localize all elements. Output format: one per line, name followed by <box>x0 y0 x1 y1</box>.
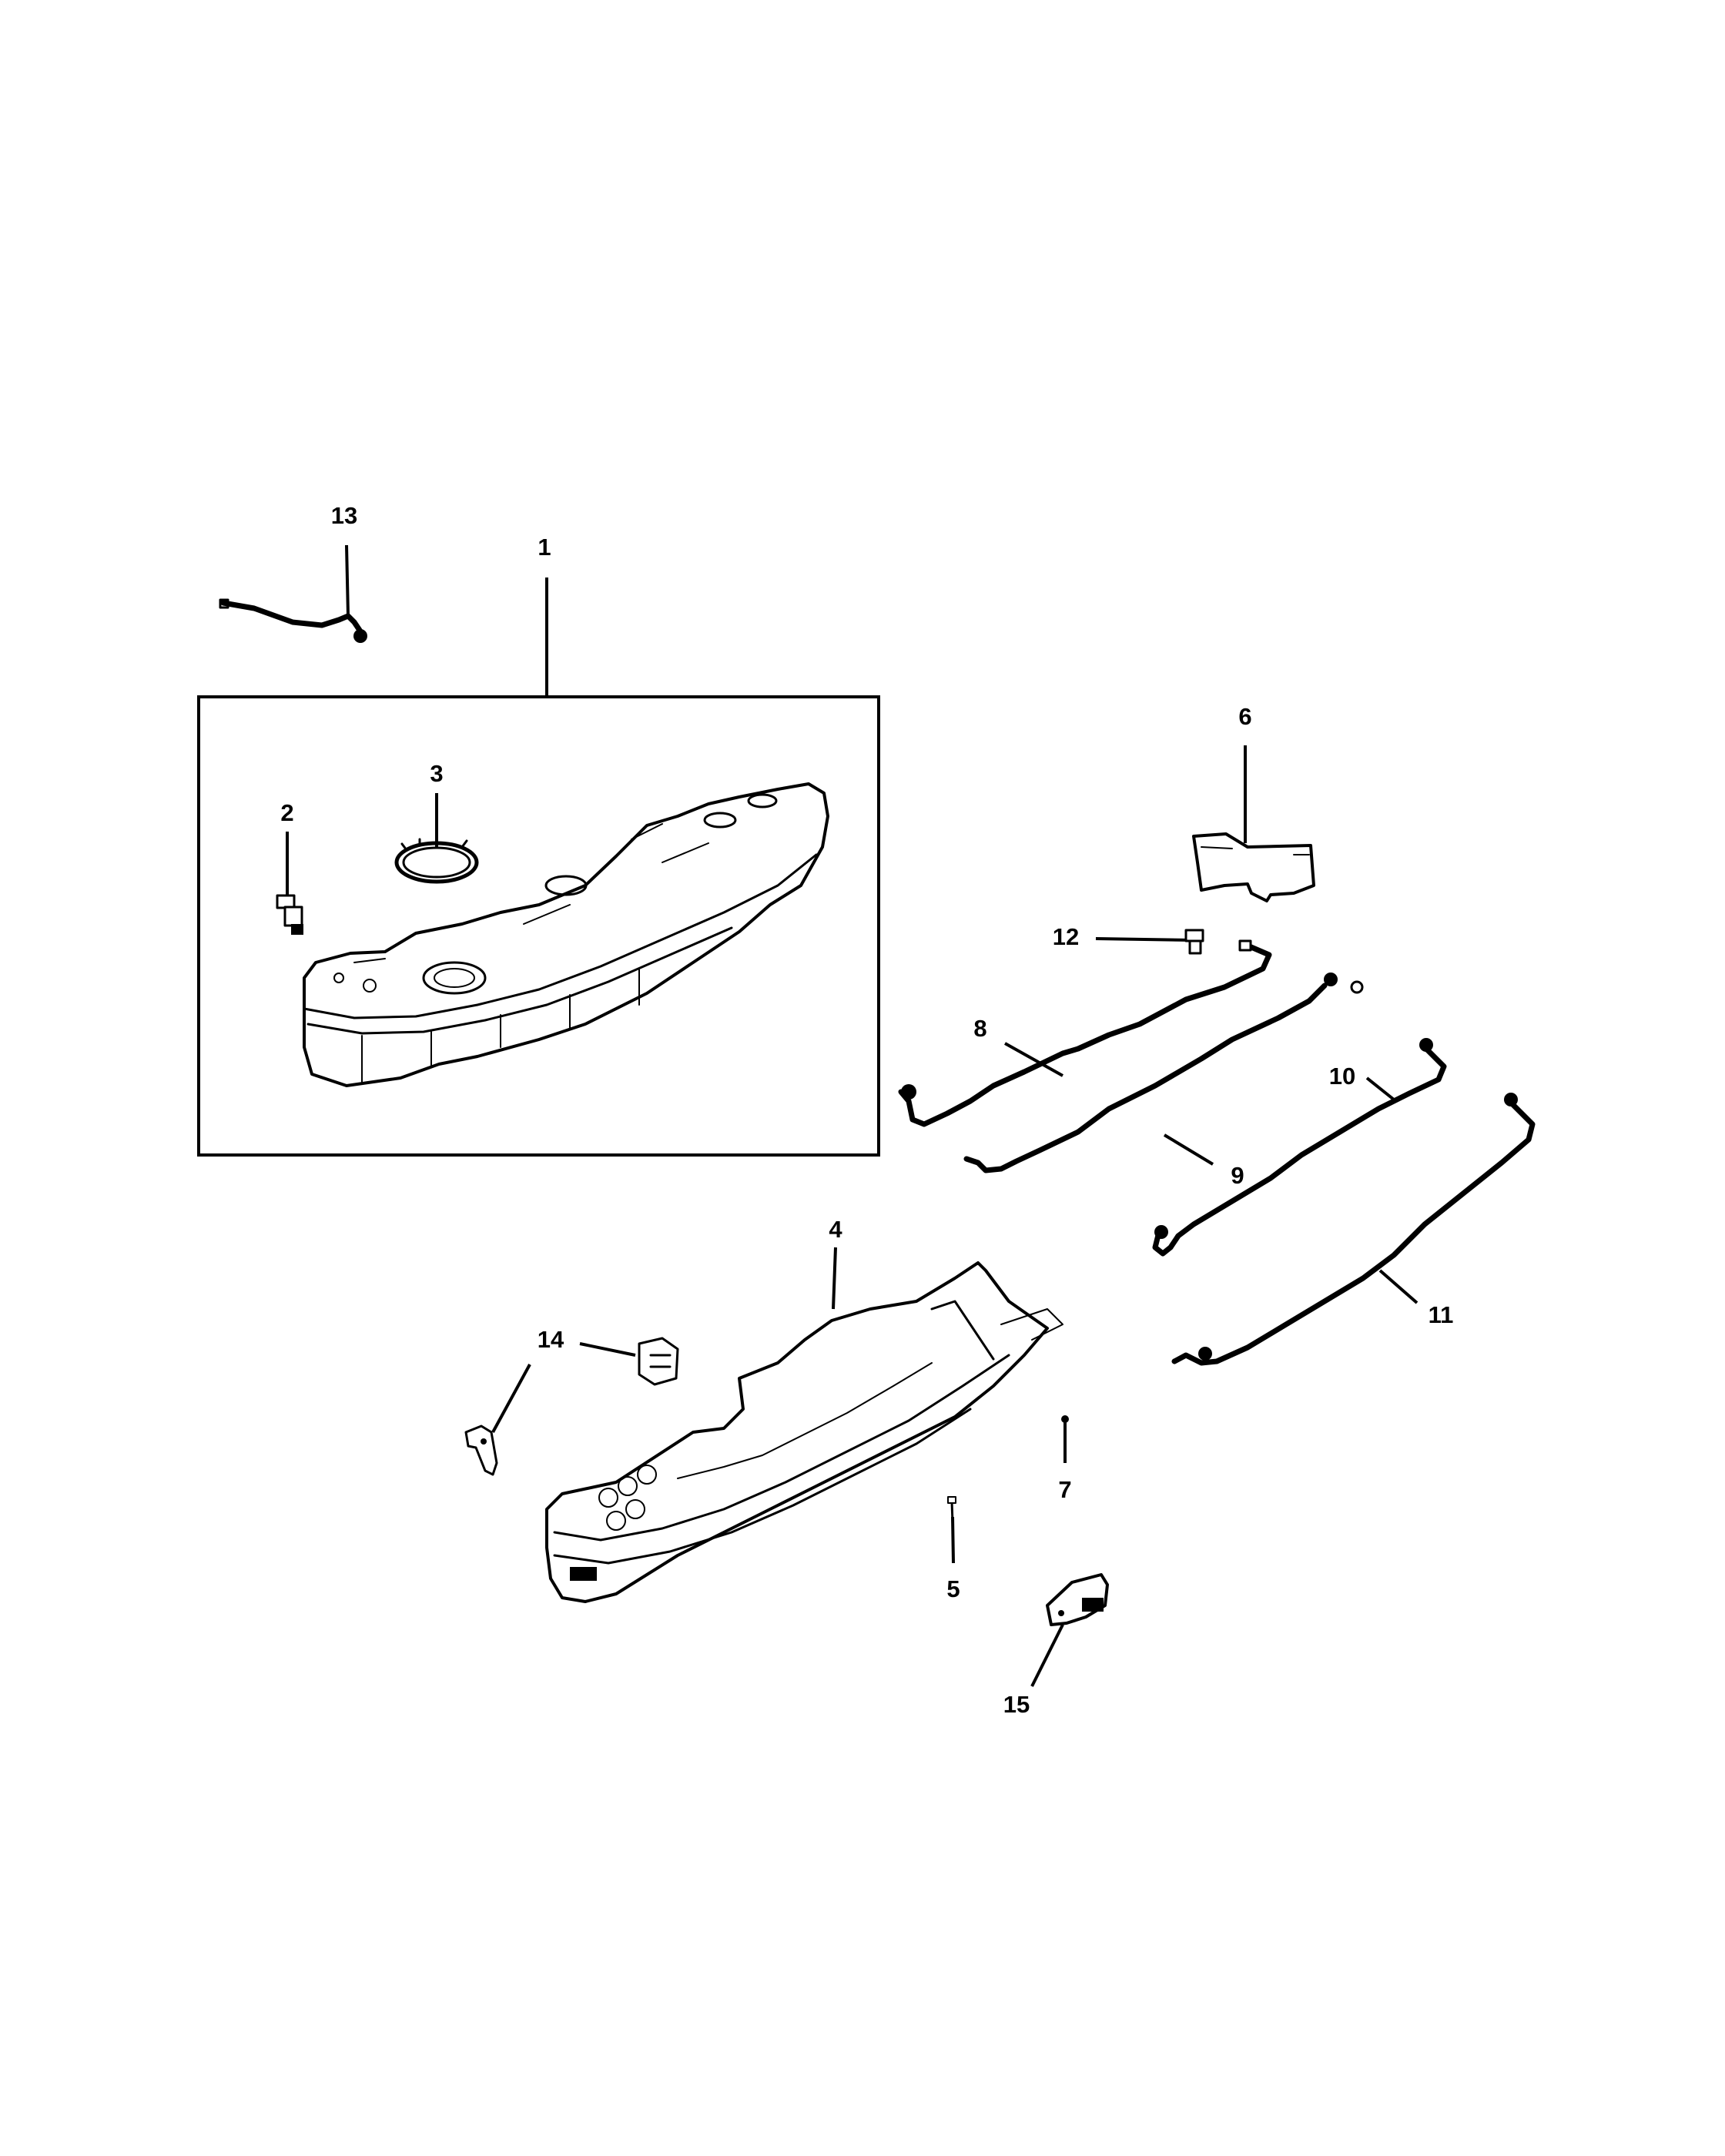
bracket-icon[interactable] <box>464 1337 679 1476</box>
fuel-line-icon[interactable] <box>1152 1038 1447 1257</box>
module-icon[interactable] <box>1046 1573 1109 1626</box>
callout-1[interactable]: 1 <box>538 534 551 561</box>
lock-ring-icon[interactable] <box>394 838 479 884</box>
valve-connector-icon[interactable] <box>276 894 303 935</box>
callout-6[interactable]: 6 <box>1238 703 1251 730</box>
fuel-line-icon[interactable] <box>1171 1093 1536 1366</box>
callout-2[interactable]: 2 <box>280 799 293 826</box>
clip-icon[interactable] <box>1184 929 1204 955</box>
vent-hose-icon[interactable] <box>219 598 367 643</box>
fuel-line-icon[interactable] <box>963 973 1364 1173</box>
callout-9[interactable]: 9 <box>1231 1162 1244 1189</box>
callout-7[interactable]: 7 <box>1058 1476 1071 1503</box>
callout-15[interactable]: 15 <box>1003 1691 1030 1718</box>
callout-3[interactable]: 3 <box>430 760 443 787</box>
stud-icon[interactable] <box>947 1496 956 1525</box>
heat-shield-icon[interactable] <box>1192 832 1315 902</box>
fuel-line-icon[interactable] <box>898 939 1272 1127</box>
callout-14[interactable]: 14 <box>538 1326 564 1353</box>
callout-10[interactable]: 10 <box>1329 1063 1355 1090</box>
callout-12[interactable]: 12 <box>1053 923 1079 950</box>
callout-4[interactable]: 4 <box>829 1216 842 1243</box>
screw-icon[interactable] <box>1061 1415 1069 1449</box>
callout-5[interactable]: 5 <box>946 1575 960 1602</box>
fuel-tank-assembly-icon[interactable] <box>303 782 829 1087</box>
skid-plate-icon[interactable] <box>545 1261 1063 1603</box>
callout-11[interactable]: 11 <box>1429 1301 1454 1328</box>
callout-13[interactable]: 13 <box>331 502 357 529</box>
assembly-box <box>197 695 880 1157</box>
callout-8[interactable]: 8 <box>973 1015 986 1042</box>
